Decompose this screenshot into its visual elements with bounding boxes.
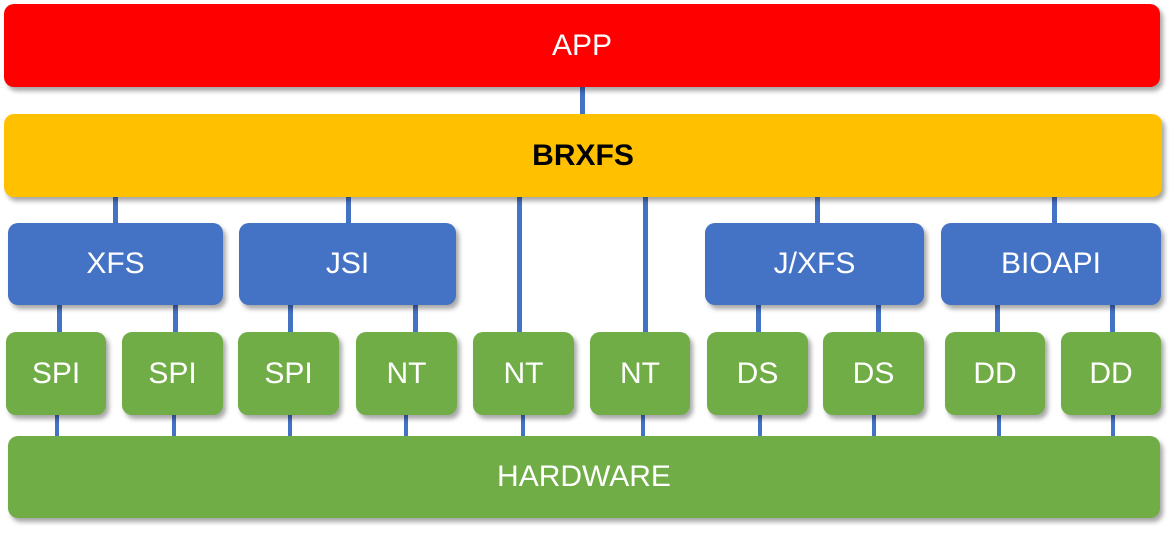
interface-box-xfs: XFS [8,223,223,305]
connector [1111,415,1115,436]
connector [872,415,876,436]
connector [288,305,293,332]
app-layer: APP [4,4,1160,87]
connector [346,197,351,223]
connector [413,305,418,332]
connector [997,415,1001,436]
connector [580,87,585,114]
connector [995,305,1000,332]
component-box: NT [473,332,574,415]
connector [641,415,645,436]
connector [172,415,176,436]
connector [876,305,881,332]
connector [815,197,820,223]
component-box: DS [707,332,808,415]
component-box: NT [356,332,457,415]
component-box: DS [823,332,924,415]
connector [1110,305,1115,332]
connector [57,305,62,332]
connector [758,415,762,436]
connector [173,305,178,332]
component-box: SPI [238,332,339,415]
connector [643,197,648,332]
component-box: SPI [6,332,106,415]
connector [55,415,59,436]
connector [517,197,522,332]
interface-box-jxfs: J/XFS [705,223,924,305]
interface-box-jsi: JSI [239,223,456,305]
component-box: DD [945,332,1045,415]
component-box: DD [1061,332,1161,415]
connector [756,305,761,332]
connector [113,197,118,223]
middleware-layer: BRXFS [4,114,1162,197]
hardware-layer: HARDWARE [8,436,1160,518]
connector [521,415,525,436]
component-box: NT [590,332,690,415]
connector [1052,197,1057,223]
connector [288,415,292,436]
connector [404,415,408,436]
interface-box-bioapi: BIOAPI [941,223,1161,305]
component-box: SPI [122,332,223,415]
